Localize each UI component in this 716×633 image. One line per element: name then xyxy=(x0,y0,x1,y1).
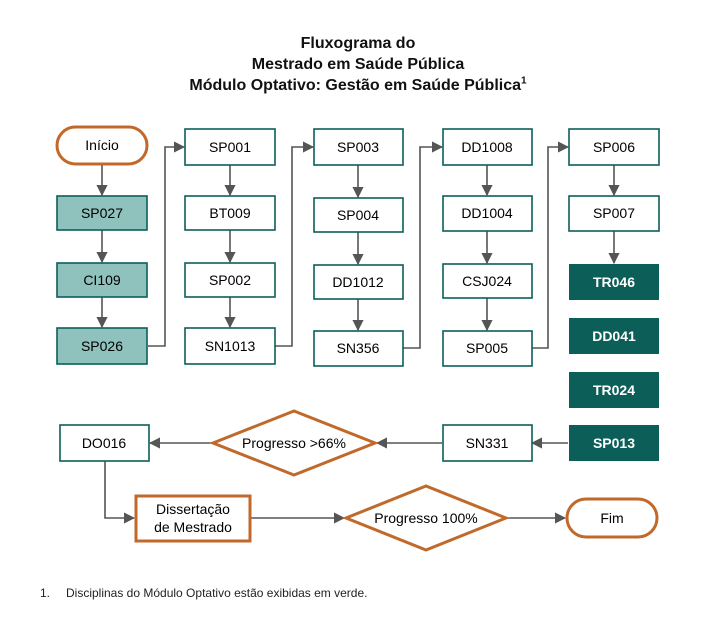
node-sp006: SP006 xyxy=(568,128,660,166)
node-sn356-label: SN356 xyxy=(337,340,380,356)
node-inicio: Início xyxy=(55,125,149,166)
node-sp007-label: SP007 xyxy=(593,205,635,221)
node-sp004: SP004 xyxy=(313,197,404,233)
node-ci109-label: CI109 xyxy=(83,272,121,288)
node-dissertacao: Dissertação de Mestrado xyxy=(134,494,252,543)
node-sn1013-label: SN1013 xyxy=(205,338,256,354)
title-line-1: Fluxograma do xyxy=(300,35,416,52)
node-dd1004: DD1004 xyxy=(442,195,533,232)
node-sn356: SN356 xyxy=(313,330,404,367)
footnote-number: 1. xyxy=(40,586,51,600)
node-do016: DO016 xyxy=(59,424,150,462)
node-dissertacao-label-1: Dissertação xyxy=(156,501,230,517)
node-sp006-label: SP006 xyxy=(593,139,635,155)
arrow-sn1013-sp003 xyxy=(275,141,315,347)
node-ci109: CI109 xyxy=(56,262,148,298)
node-dd1004-label: DD1004 xyxy=(461,205,513,221)
arrow-do016-dissertacao xyxy=(104,461,136,524)
decision-progresso-100: Progresso 100% xyxy=(341,484,511,552)
node-dissertacao-label-2: de Mestrado xyxy=(154,519,232,535)
node-do016-label: DO016 xyxy=(82,435,127,451)
node-sp003: SP003 xyxy=(313,128,404,166)
arrow-sp026-sp001 xyxy=(148,141,186,347)
node-dd041: DD041 xyxy=(569,318,659,354)
node-dd1012-label: DD1012 xyxy=(332,274,384,290)
node-sp026: SP026 xyxy=(56,327,148,365)
node-sn1013: SN1013 xyxy=(184,327,276,365)
arrow-sn356-dd1008 xyxy=(403,141,444,349)
node-sp013: SP013 xyxy=(569,425,659,461)
arrow-sp005-sp006 xyxy=(532,141,570,349)
node-csj024-label: CSJ024 xyxy=(462,273,512,289)
title-line-3-text: Módulo Optativo: Gestão em Saúde Pública xyxy=(189,77,522,94)
node-sp001-label: SP001 xyxy=(209,139,251,155)
node-sp007: SP007 xyxy=(568,195,660,232)
node-sp013-label: SP013 xyxy=(593,435,635,451)
node-tr024: TR024 xyxy=(569,372,659,408)
node-tr046: TR046 xyxy=(569,264,659,300)
node-inicio-label: Início xyxy=(85,137,119,153)
node-bt009: BT009 xyxy=(184,195,276,231)
node-sp026-label: SP026 xyxy=(81,338,123,354)
decision-progresso-100-label: Progresso 100% xyxy=(374,510,478,526)
decision-progresso-66: Progresso >66% xyxy=(208,409,380,477)
footnote-text: Disciplinas do Módulo Optativo estão exi… xyxy=(66,586,368,600)
node-sp005-label: SP005 xyxy=(466,340,508,356)
node-sp004-label: SP004 xyxy=(337,207,379,223)
node-sp027-label: SP027 xyxy=(81,205,123,221)
node-sp002: SP002 xyxy=(184,262,276,298)
title-footnote-marker: 1 xyxy=(521,75,527,87)
node-dd1012: DD1012 xyxy=(313,264,404,300)
footnote: 1. Disciplinas do Módulo Optativo estão e… xyxy=(40,586,368,600)
connectors xyxy=(96,141,620,524)
node-sn331-label: SN331 xyxy=(466,435,509,451)
title-line-2: Mestrado em Saúde Pública xyxy=(251,56,465,73)
node-sp003-label: SP003 xyxy=(337,139,379,155)
node-sp027: SP027 xyxy=(56,195,148,231)
node-tr024-label: TR024 xyxy=(593,382,635,398)
node-sn331: SN331 xyxy=(442,424,533,462)
node-sp001: SP001 xyxy=(184,128,276,166)
node-fim: Fim xyxy=(565,497,659,539)
node-dd041-label: DD041 xyxy=(592,328,636,344)
node-fim-label: Fim xyxy=(600,510,623,526)
node-sp005: SP005 xyxy=(442,330,533,367)
node-dd1008: DD1008 xyxy=(442,128,533,166)
decision-progresso-66-label: Progresso >66% xyxy=(242,435,346,451)
node-sp002-label: SP002 xyxy=(209,272,251,288)
title-line-3: Módulo Optativo: Gestão em Saúde Pública… xyxy=(0,75,716,96)
node-tr046-label: TR046 xyxy=(593,274,635,290)
node-dd1008-label: DD1008 xyxy=(461,139,513,155)
node-bt009-label: BT009 xyxy=(209,205,250,221)
node-csj024: CSJ024 xyxy=(442,263,533,299)
